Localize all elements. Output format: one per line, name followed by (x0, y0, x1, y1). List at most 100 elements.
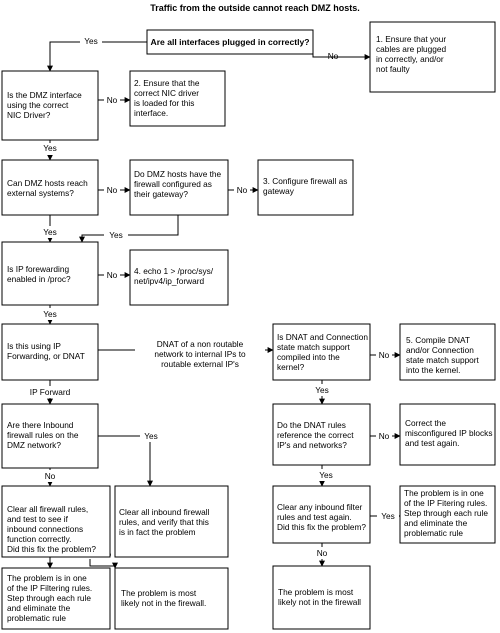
node-text: Clear any inbound filter (277, 502, 363, 512)
edge-clearall-no (89, 557, 118, 569)
label-no: No (107, 185, 118, 195)
node-text: inbound connections (7, 524, 83, 534)
node-text: Forwarding, or DNAT (7, 351, 85, 361)
label-no: No (317, 548, 328, 558)
node-text: Is DNAT and Connection (277, 332, 368, 342)
node-text: and eliminate the (7, 603, 71, 613)
label-ip-forward: IP Forward (30, 387, 71, 397)
node-text: Clear all firewall rules, (7, 504, 88, 514)
label-no: No (237, 185, 248, 195)
edge-inbound-yes (98, 435, 153, 487)
node-text: and test to see if (7, 514, 69, 524)
node-echo-ip-forward: 4. echo 1 > /proc/sys/ net/ipv4/ip_forwa… (129, 249, 229, 306)
node-text: using the correct (7, 100, 69, 110)
node-text: into the kernel. (406, 365, 460, 375)
node-dmz-driver: Is the DMZ interface using the correct N… (1, 70, 99, 141)
node-text: function correctly. (7, 534, 71, 544)
node-text: their gateway? (134, 189, 188, 199)
node-text: of the IP Filtering rules. (7, 583, 92, 593)
node-correct-ip-blocks: Correct the misconfigured IP blocks and … (399, 403, 496, 466)
edge-plugged-no (312, 42, 371, 60)
label-yes: Yes (43, 227, 57, 237)
edge-labels: Yes No No Yes No No Yes Yes No Yes DNAT … (26, 35, 399, 559)
node-text: net/ipv4/ip_forward (134, 276, 204, 286)
node-ip-forwarding: Is IP forewarding enabled in /proc? (1, 241, 99, 306)
node-ip-or-dnat: Is this using IP Forwarding, or DNAT (1, 323, 99, 381)
node-compile-dnat: 5. Compile DNAT and/or Connection state … (399, 323, 496, 381)
node-text: kernel? (277, 362, 305, 372)
label-yes: Yes (315, 385, 329, 395)
node-text: likely not in the firewall (278, 597, 361, 607)
node-text: not faulty (376, 64, 411, 74)
label-dnat-description-line: DNAT of a non routable (157, 339, 244, 349)
node-text: 2. Ensure that the (134, 78, 200, 88)
node-text: rules and test again. (277, 512, 352, 522)
node-text: Are there Inbound (7, 420, 74, 430)
node-text: The problem is most (121, 588, 197, 598)
label-yes: Yes (319, 470, 333, 480)
node-text: is loaded for this (134, 98, 194, 108)
node-text: firewall configured as (134, 179, 212, 189)
node-ensure-cables: 1. Ensure that your cables are plugged i… (369, 21, 496, 93)
label-yes: Yes (381, 511, 395, 521)
node-text: 4. echo 1 > /proc/sys/ (134, 266, 214, 276)
node-text: DMZ network? (7, 440, 61, 450)
node-text: Step through each rule (404, 508, 488, 518)
node-reach-external: Can DMZ hosts reach external systems? (1, 159, 99, 216)
node-text: 3. Configure firewall as (263, 176, 347, 186)
node-text: Step through each rule (7, 593, 91, 603)
node-text: Are all interfaces plugged in correctly? (150, 37, 309, 47)
node-text: rules, and verify that this (119, 517, 209, 527)
node-text: Is this using IP (7, 341, 61, 351)
label-yes: Yes (43, 143, 57, 153)
node-text: likely not in the firewall. (121, 598, 206, 608)
node-text: Is IP forewarding (7, 264, 69, 274)
node-text: state match support (277, 342, 351, 352)
label-dnat-description-line: routable external IP's (161, 359, 239, 369)
node-text: Is the DMZ interface (7, 90, 82, 100)
node-text: problematic rule (7, 613, 66, 623)
node-text: NIC Driver? (7, 110, 51, 120)
chart-title: Traffic from the outside cannot reach DM… (150, 3, 360, 13)
node-ensure-driver: 2. Ensure that the correct NIC driver is… (129, 70, 226, 127)
node-plugged: Are all interfaces plugged in correctly? (146, 29, 314, 55)
node-text: and test again. (405, 438, 459, 448)
node-not-firewall-right: The problem is most likely not in the fi… (272, 565, 371, 630)
label-yes: Yes (43, 309, 57, 319)
label-yes: Yes (84, 36, 98, 46)
node-text: and/or Connection (406, 345, 474, 355)
node-text: 1. Ensure that your (376, 34, 446, 44)
label-dnat-description-line: network to internal IPs to (154, 349, 246, 359)
node-not-firewall-left: The problem is most likely not in the fi… (114, 567, 229, 630)
node-text: Do the DNAT rules (277, 420, 346, 430)
node-text: in correctly, and/or (376, 54, 444, 64)
label-no: No (107, 270, 118, 280)
label-yes: Yes (109, 230, 123, 240)
label-no: No (107, 95, 118, 105)
node-clear-filter-rules: Clear any inbound filter rules and test … (272, 485, 371, 544)
label-no: No (379, 431, 390, 441)
node-text: interface. (134, 108, 168, 118)
node-inbound-rules: Are there Inbound firewall rules on the … (1, 403, 99, 469)
edge-gateway-yes (79, 215, 179, 243)
node-text: Do DMZ hosts have the (134, 169, 222, 179)
edge-plugged-yes (47, 41, 147, 72)
node-clear-inbound-rules: Clear all inbound firewall rules, and ve… (114, 485, 229, 558)
node-text: compiled into the (277, 352, 340, 362)
node-dnat-rules: Do the DNAT rules reference the correct … (272, 403, 371, 466)
node-filter-problem-right: The problem is in one of the IP Fitering… (399, 485, 496, 544)
node-text: and eliminate the (404, 518, 468, 528)
node-clear-all-rules: Clear all firewall rules, and test to se… (1, 485, 111, 558)
node-text: external systems? (7, 188, 74, 198)
node-text: Can DMZ hosts reach (7, 178, 88, 188)
label-no: No (45, 471, 56, 481)
node-text: The problem is in one (7, 573, 87, 583)
label-yes: Yes (144, 431, 158, 441)
label-no: No (379, 350, 390, 360)
node-filter-problem-left: The problem is in one of the IP Filterin… (1, 567, 111, 630)
node-text: misconfigured IP blocks (405, 428, 492, 438)
node-text: firewall rules on the (7, 430, 79, 440)
node-text: IP's and networks? (277, 440, 347, 450)
label-no: No (328, 51, 339, 61)
